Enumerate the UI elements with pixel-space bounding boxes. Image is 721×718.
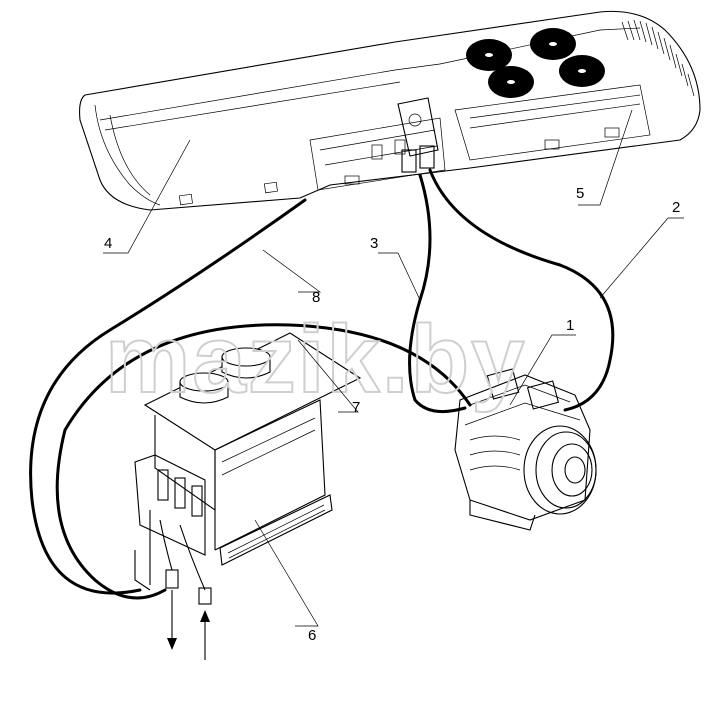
callout-6: 6 [308,627,316,644]
roof-unit [79,10,701,211]
callout-1: 1 [566,317,574,334]
callout-leaders [103,109,684,627]
compressor [454,368,597,531]
callout-2: 2 [672,199,680,216]
evaporator-unit [134,332,362,605]
callout-7: 7 [352,399,360,416]
callout-labels: 1 2 3 4 5 6 7 8 [104,185,680,644]
callout-3: 3 [370,235,378,252]
watermark: mazik.by [105,306,527,413]
hoses [29,168,615,600]
flow-arrows [167,590,210,660]
callout-5: 5 [576,185,584,202]
callout-8: 8 [312,289,320,306]
callout-4: 4 [104,235,112,252]
